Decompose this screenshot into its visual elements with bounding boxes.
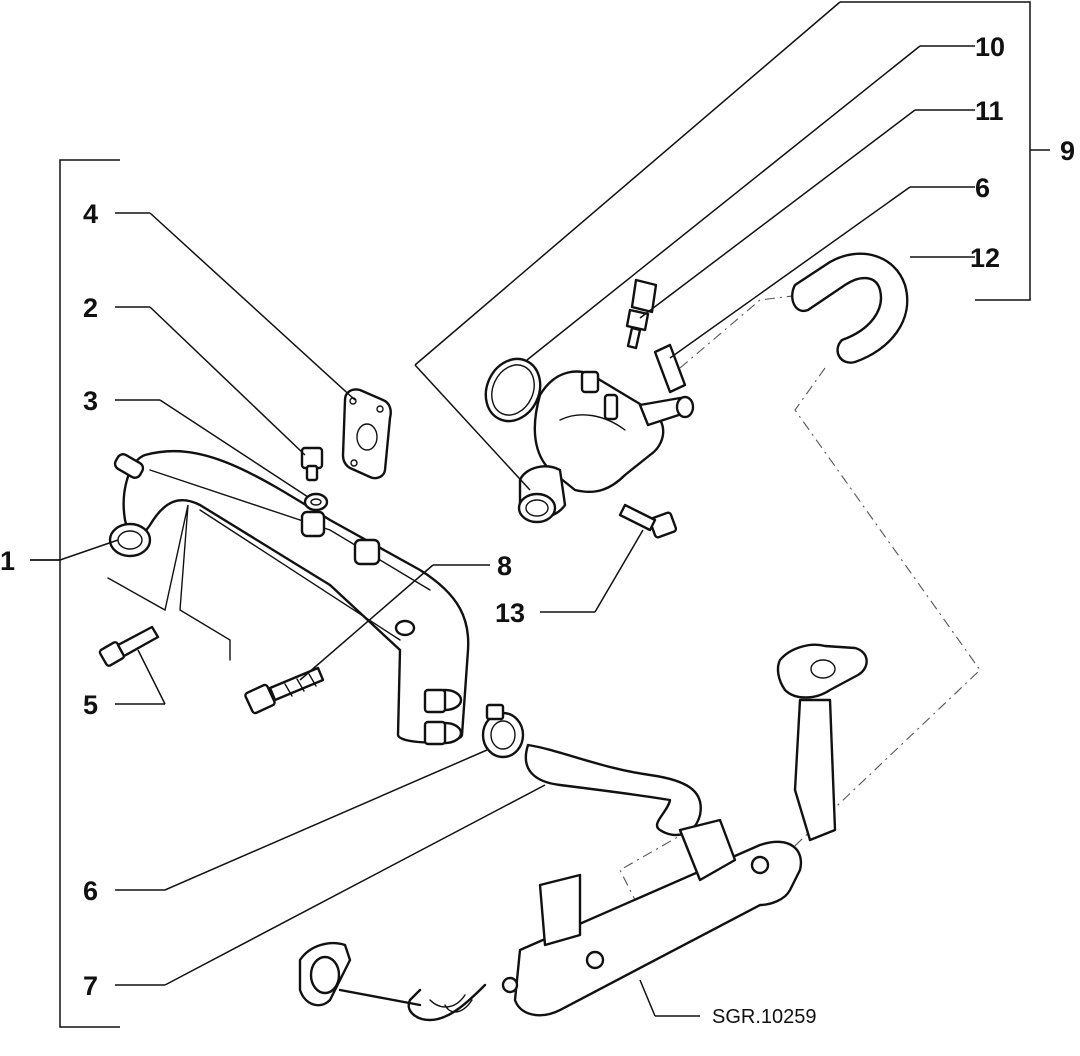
group-bracket-9 [975,1,1050,301]
callout-8: 8 [497,551,512,581]
callout-10: 10 [975,32,1005,62]
group-bracket-1 [30,159,120,1028]
bolt-5-part [98,625,160,667]
assembly-dash-lines [619,294,981,911]
hose-clamp-6-part [481,703,525,759]
o-ring-10-part [484,357,542,423]
callout-11: 11 [975,96,1004,126]
callout-7: 7 [83,971,98,1001]
coolant-pipe-part [107,450,470,746]
callout-9: 9 [1060,136,1075,166]
callout-5: 5 [83,690,98,720]
bolt-2-part [300,446,324,482]
hose-7-part [524,743,702,837]
callout-6-lower: 6 [83,876,98,906]
reference-code: SGR.10259 [712,1006,817,1028]
bolt-13-part [618,503,678,539]
callout-3: 3 [83,386,98,416]
callout-2: 2 [83,293,98,323]
temperature-sensor-11-part [625,278,658,350]
gasket-4-part [341,388,392,480]
washer-3-part [303,492,329,512]
hose-12-part [791,252,909,364]
thermostat-housing-part [517,370,695,524]
clip-6-part [653,343,687,394]
callout-13: 13 [495,598,525,628]
egr-cooler-part [298,643,868,1022]
callout-6-upper: 6 [975,173,990,203]
callout-4: 4 [83,199,98,229]
callout-12: 12 [970,243,1000,273]
callout-1: 1 [0,546,15,576]
bolt-8-part [244,666,325,715]
leader-lines [30,1,975,1017]
